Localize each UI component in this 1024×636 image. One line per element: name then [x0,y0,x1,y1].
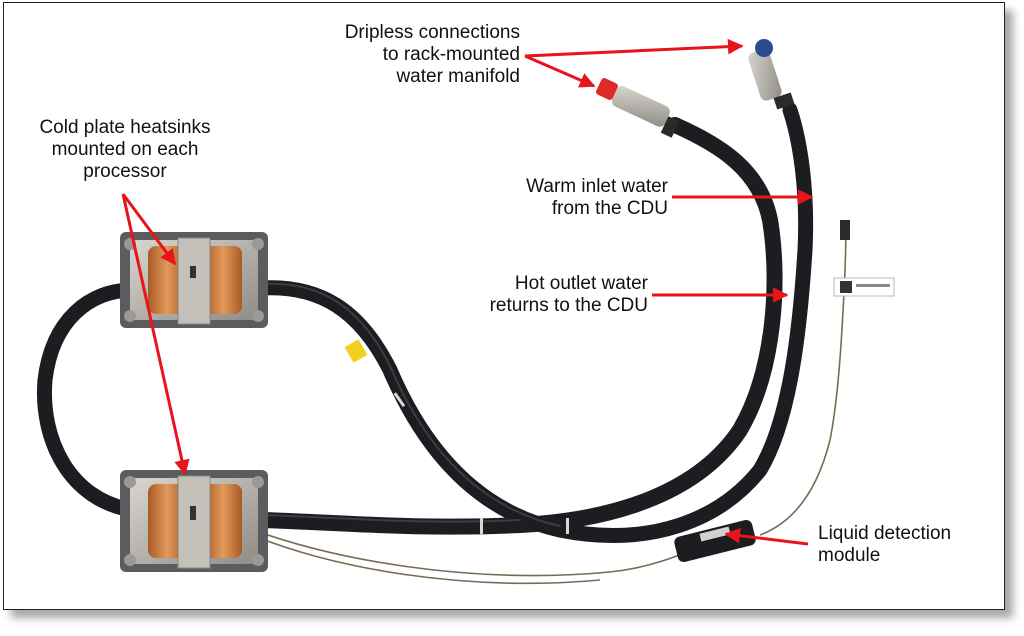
warning-tag [344,339,368,363]
callout-warm-inlet-water: Warm inlet water from the CDU [526,176,668,219]
callout-dripless-connections: Dripless connections to rack-mounted wat… [344,22,520,87]
callout-liquid-detection-module: Liquid detection module [818,523,952,566]
arrow-cold-plate-lower [121,193,190,476]
arrow-dripless-right [524,38,744,58]
connector-left [596,78,680,138]
connector-right [748,39,795,110]
sensor-wires [239,219,847,585]
hoses [36,102,814,543]
left-loop-hose [36,282,140,518]
wire-connector [840,220,850,240]
callout-arrows [121,38,814,546]
lower-plate-hose [254,117,783,535]
upper-plate-hose [254,102,814,543]
barcode-label [833,277,895,297]
cold-plate-lower [120,470,268,572]
arrow-dripless-left [524,54,596,88]
callout-cold-plate-heatsinks: Cold plate heatsinks mounted on each pro… [39,117,211,182]
arrow-cold-plate-upper [121,193,177,266]
callout-hot-outlet-water: Hot outlet water returns to the CDU [489,273,648,316]
arrow-liquid-detection [724,527,809,546]
